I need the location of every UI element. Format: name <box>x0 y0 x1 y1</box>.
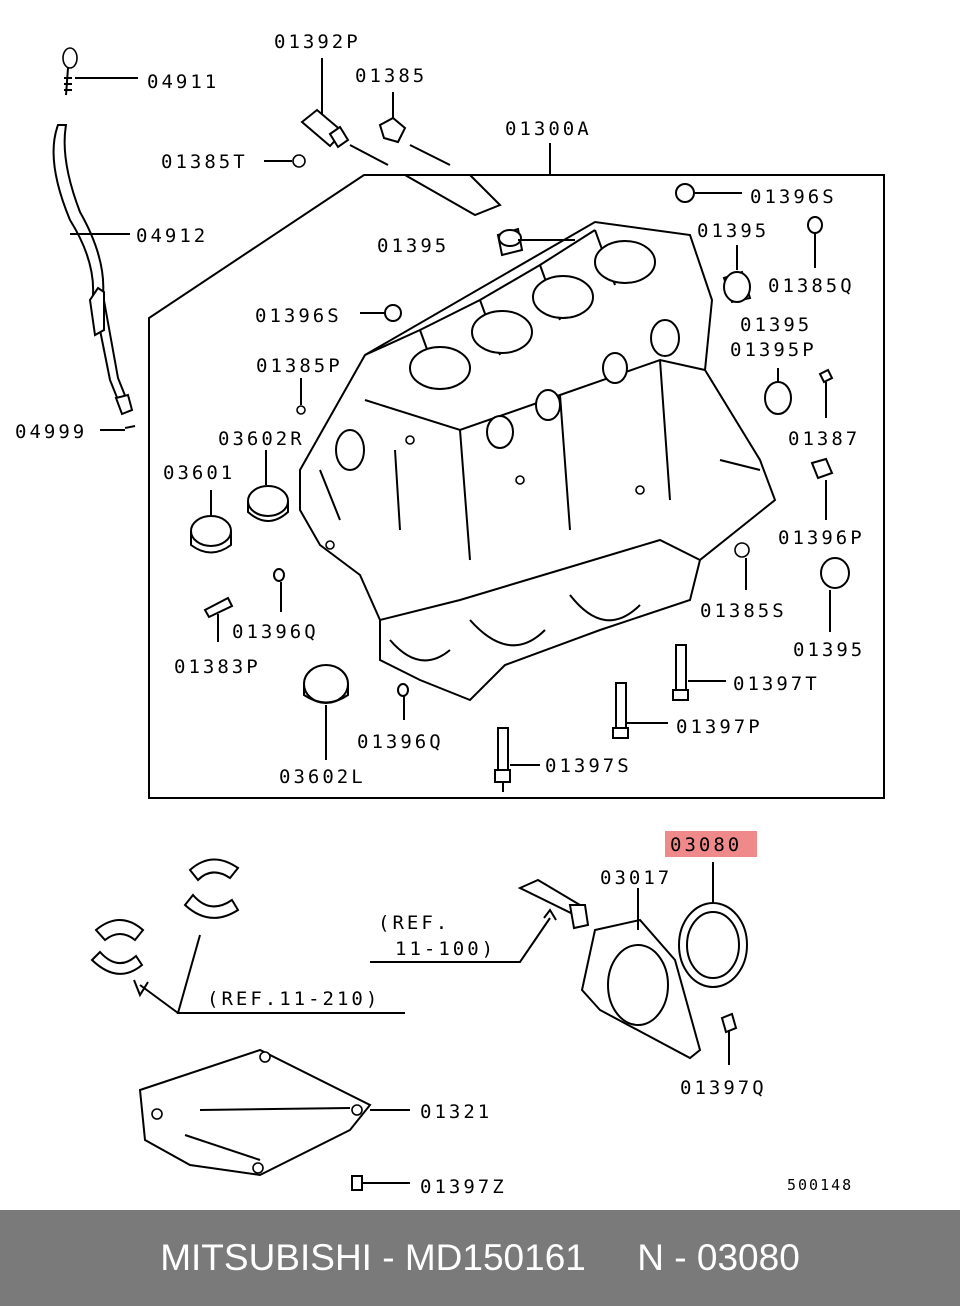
cylinder-block <box>299 220 777 702</box>
label-01395-top: 01395 <box>377 235 449 257</box>
label-04912: 04912 <box>136 225 208 247</box>
label-01397Z: 01397Z <box>420 1176 507 1198</box>
part-labels: 04911 04912 04999 01392P 01385 01385T 01… <box>15 31 865 1198</box>
brand-name: MITSUBISHI <box>160 1237 372 1278</box>
leader-lines <box>70 58 831 1184</box>
ref-prefix: N <box>637 1237 664 1278</box>
label-01383P: 01383P <box>174 656 261 678</box>
label-03602R: 03602R <box>218 428 305 450</box>
parts-diagram: 04911 04912 04999 01392P 01385 01385T 01… <box>15 31 885 1198</box>
label-ref-11-210: (REF.11-210) <box>207 988 380 1010</box>
label-03080: 03080 <box>670 834 742 856</box>
label-01395P: 01395P <box>730 339 817 361</box>
label-01397Q: 01397Q <box>680 1077 767 1099</box>
label-01396S-left: 01396S <box>255 305 342 327</box>
label-04911: 04911 <box>147 71 219 93</box>
label-01385: 01385 <box>355 65 427 87</box>
label-04999: 04999 <box>15 421 87 443</box>
diagram-number: 500148 <box>787 1176 853 1194</box>
part-info-footer: MITSUBISHI - MD150161 N - 03080 <box>0 1210 960 1306</box>
label-03601: 03601 <box>163 462 235 484</box>
label-01300A: 01300A <box>505 118 592 140</box>
label-01392P: 01392P <box>274 31 361 53</box>
separator: - <box>664 1237 697 1278</box>
block-assembly-frame <box>148 143 885 799</box>
label-01385P: 01385P <box>256 355 343 377</box>
part-highlight <box>665 831 757 857</box>
label-01396Q-low: 01396Q <box>357 731 444 753</box>
small-parts <box>190 108 850 792</box>
label-ref-11-100-b: 11-100) <box>395 938 496 960</box>
label-01385Q: 01385Q <box>768 275 855 297</box>
label-01396S-top: 01396S <box>750 186 837 208</box>
label-01397T: 01397T <box>733 673 820 695</box>
label-01395-mid: 01395 <box>740 314 812 336</box>
label-01387: 01387 <box>788 428 860 450</box>
label-03017: 03017 <box>600 867 672 889</box>
label-03602L: 03602L <box>279 766 366 788</box>
label-01385T: 01385T <box>161 151 248 173</box>
separator: - <box>371 1237 405 1278</box>
label-01385S: 01385S <box>700 600 787 622</box>
label-01321: 01321 <box>420 1101 492 1123</box>
ref-number: 03080 <box>696 1237 800 1278</box>
label-01396Q-left: 01396Q <box>232 621 319 643</box>
label-01397P: 01397P <box>676 716 763 738</box>
label-01397S: 01397S <box>545 755 632 777</box>
spacer <box>586 1237 637 1279</box>
part-number: MD150161 <box>404 1237 586 1278</box>
label-ref-11-100-a: (REF. <box>378 912 450 934</box>
label-01396P: 01396P <box>778 527 865 549</box>
label-01395-low: 01395 <box>793 639 865 661</box>
lower-parts <box>90 858 748 1191</box>
oil-dipstick <box>52 47 136 429</box>
label-01395-right: 01395 <box>697 220 769 242</box>
